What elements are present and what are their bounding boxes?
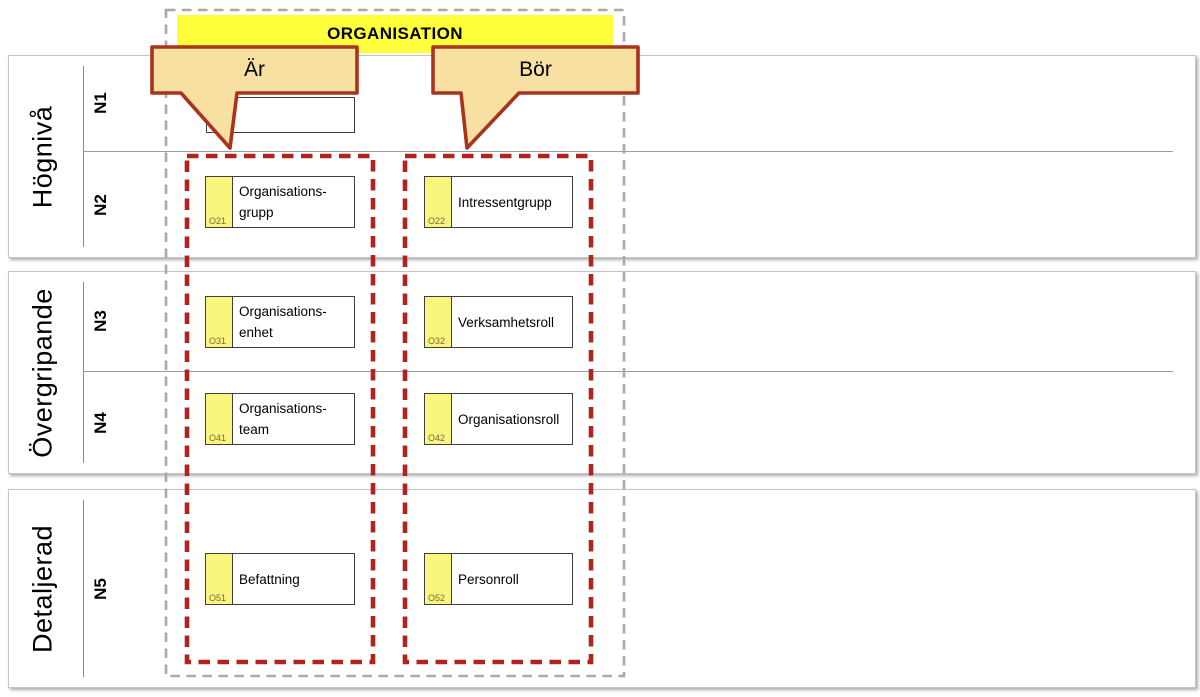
entity-box-o51: O51 Befattning (205, 553, 355, 605)
entity-tab: O22 (425, 177, 452, 227)
entity-code: O21 (209, 216, 227, 226)
entity-code: O22 (428, 216, 446, 226)
entity-code: O32 (428, 336, 446, 346)
entity-box-o31: O31 Organisations-enhet (205, 296, 355, 348)
band-label-detaljerad: Detaljerad (27, 524, 58, 653)
band-detaljerad: Detaljerad N5 (8, 489, 1196, 688)
row-label-n5: N5 (91, 578, 110, 600)
entity-tab: O21 (206, 177, 233, 227)
entity-box-o41: O41 Organisations-team (205, 393, 355, 445)
organisation-banner-label: ORGANISATION (327, 24, 463, 43)
entity-tab: O32 (425, 297, 452, 347)
n1-empty-box (206, 97, 355, 133)
entity-tab: O42 (425, 394, 452, 444)
row-divider-n1-n2 (83, 151, 1173, 152)
entity-code: O42 (428, 433, 446, 443)
entity-code: O52 (428, 593, 446, 603)
entity-label: Organisationsroll (458, 411, 560, 427)
band-label-separator (83, 66, 84, 247)
entity-label: Organisations-grupp (239, 184, 327, 220)
row-label-n3: N3 (91, 310, 110, 332)
entity-label: Intressentgrupp (458, 194, 552, 210)
entity-code: O51 (209, 593, 227, 603)
entity-label: Personroll (458, 571, 519, 587)
bor-callout-label: Bör (519, 58, 552, 81)
ar-callout-label: Är (244, 58, 265, 81)
entity-tab: O41 (206, 394, 233, 444)
entity-tab: O51 (206, 554, 233, 604)
entity-box-o32: O32 Verksamhetsroll (424, 296, 573, 348)
entity-box-o52: O52 Personroll (424, 553, 573, 605)
entity-label: Verksamhetsroll (458, 314, 555, 330)
band-label-hognivaa: Högnivå (27, 105, 58, 208)
entity-label: Organisations-team (239, 401, 327, 437)
entity-tab: O52 (425, 554, 452, 604)
row-label-n2: N2 (91, 194, 110, 216)
entity-box-o22: O22 Intressentgrupp (424, 176, 573, 228)
band-overgripande: Övergripande N3 N4 (8, 271, 1196, 474)
entity-label: Organisations-enhet (239, 304, 327, 340)
entity-box-o21: O21 Organisations-grupp (205, 176, 355, 228)
entity-box-o42: O42 Organisationsroll (424, 393, 573, 445)
row-divider-n3-n4 (83, 371, 1173, 372)
row-label-n4: N4 (91, 412, 110, 434)
entity-label: Befattning (239, 571, 300, 587)
band-label-separator (83, 282, 84, 463)
band-label-separator (83, 500, 84, 677)
entity-tab: O31 (206, 297, 233, 347)
band-label-overgripande: Övergripande (27, 287, 58, 458)
entity-code: O41 (209, 433, 227, 443)
entity-code: O31 (209, 336, 227, 346)
row-label-n1: N1 (91, 92, 110, 114)
